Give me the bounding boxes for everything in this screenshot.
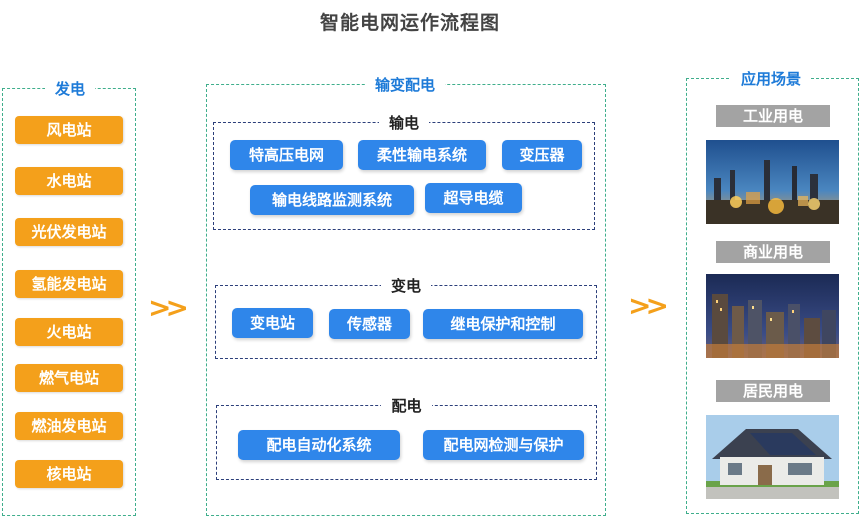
commercial-label: 商业用电	[716, 241, 830, 263]
page-title: 智能电网运作流程图	[0, 8, 820, 35]
industrial-label: 工业用电	[716, 105, 830, 127]
gen-item-nuclear: 核电站	[15, 460, 123, 488]
tx-item-line-monitor: 输电线路监测系统	[250, 185, 414, 215]
tx-item-transformer: 变压器	[502, 140, 582, 170]
tx-item-flexible: 柔性输电系统	[358, 140, 486, 170]
flow-arrow-1: >>	[148, 294, 183, 322]
generation-panel: 发电	[2, 88, 136, 516]
sub-item-sensor: 传感器	[329, 309, 410, 339]
transmission-distribution-title: 输变配电	[365, 74, 445, 95]
gen-item-hydro: 水电站	[15, 167, 123, 195]
gen-item-gas: 燃气电站	[15, 364, 123, 392]
applications-title: 应用场景	[731, 68, 811, 89]
gen-item-thermal: 火电站	[15, 318, 123, 346]
sub-item-relay: 继电保护和控制	[423, 309, 583, 339]
commercial-image	[706, 274, 839, 358]
tx-item-uhv-grid: 特高压电网	[230, 140, 343, 170]
gen-item-hydrogen: 氢能发电站	[15, 270, 123, 298]
flow-arrow-2: >>	[628, 292, 663, 320]
transmission-title: 输电	[379, 114, 429, 132]
distribution-title: 配电	[381, 397, 431, 415]
gen-item-solar: 光伏发电站	[15, 218, 123, 246]
tx-item-superconducting: 超导电缆	[425, 183, 522, 213]
generation-title: 发电	[45, 78, 95, 99]
substation-title: 变电	[381, 277, 431, 295]
industrial-image	[706, 140, 839, 224]
residential-label: 居民用电	[716, 380, 830, 402]
gen-item-oil: 燃油发电站	[15, 412, 123, 440]
dist-item-detection: 配电网检测与保护	[423, 430, 584, 460]
residential-image	[706, 415, 839, 499]
gen-item-wind: 风电站	[15, 116, 123, 144]
dist-item-automation: 配电自动化系统	[238, 430, 400, 460]
sub-item-station: 变电站	[232, 308, 313, 338]
